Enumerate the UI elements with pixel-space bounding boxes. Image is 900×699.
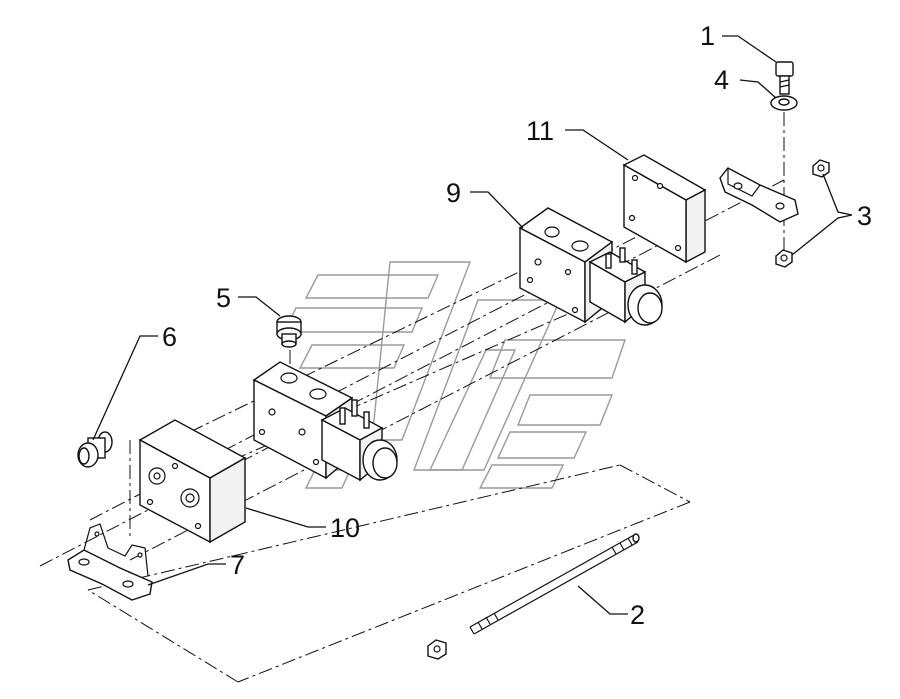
callout-5: 5: [216, 283, 231, 313]
mounting-bracket-part-7: [67, 523, 153, 601]
callout-11: 11: [526, 116, 554, 146]
callout-10: 10: [330, 513, 360, 543]
valve-block-part-9: [518, 207, 663, 326]
washer-part-4: [770, 95, 798, 111]
plate-part-11: [622, 154, 707, 264]
nut-part-3-rod: [427, 639, 447, 660]
callout-labels: 1 4 3 11 9 5 6 10 7 2: [162, 21, 872, 630]
callout-1: 1: [700, 21, 715, 51]
manifold-block-part-10: [138, 419, 247, 544]
callout-2: 2: [630, 600, 645, 630]
callout-6: 6: [162, 322, 177, 352]
nut-part-3-lower: [775, 249, 793, 268]
threaded-rod-part-2: [469, 533, 640, 635]
watermark-logo: [282, 261, 626, 489]
fitting-part-5: [276, 315, 302, 348]
valve-block-center: [252, 361, 398, 482]
nut-part-3-upper: [812, 159, 830, 178]
fitting-part-6: [77, 431, 113, 468]
callout-4: 4: [714, 65, 729, 95]
callout-9: 9: [446, 178, 461, 208]
mounting-bracket-upper: [719, 167, 799, 223]
callout-7: 7: [230, 550, 245, 580]
callout-3: 3: [857, 201, 872, 231]
bolt-part-1: [775, 61, 794, 95]
leader-lines: [92, 35, 853, 615]
